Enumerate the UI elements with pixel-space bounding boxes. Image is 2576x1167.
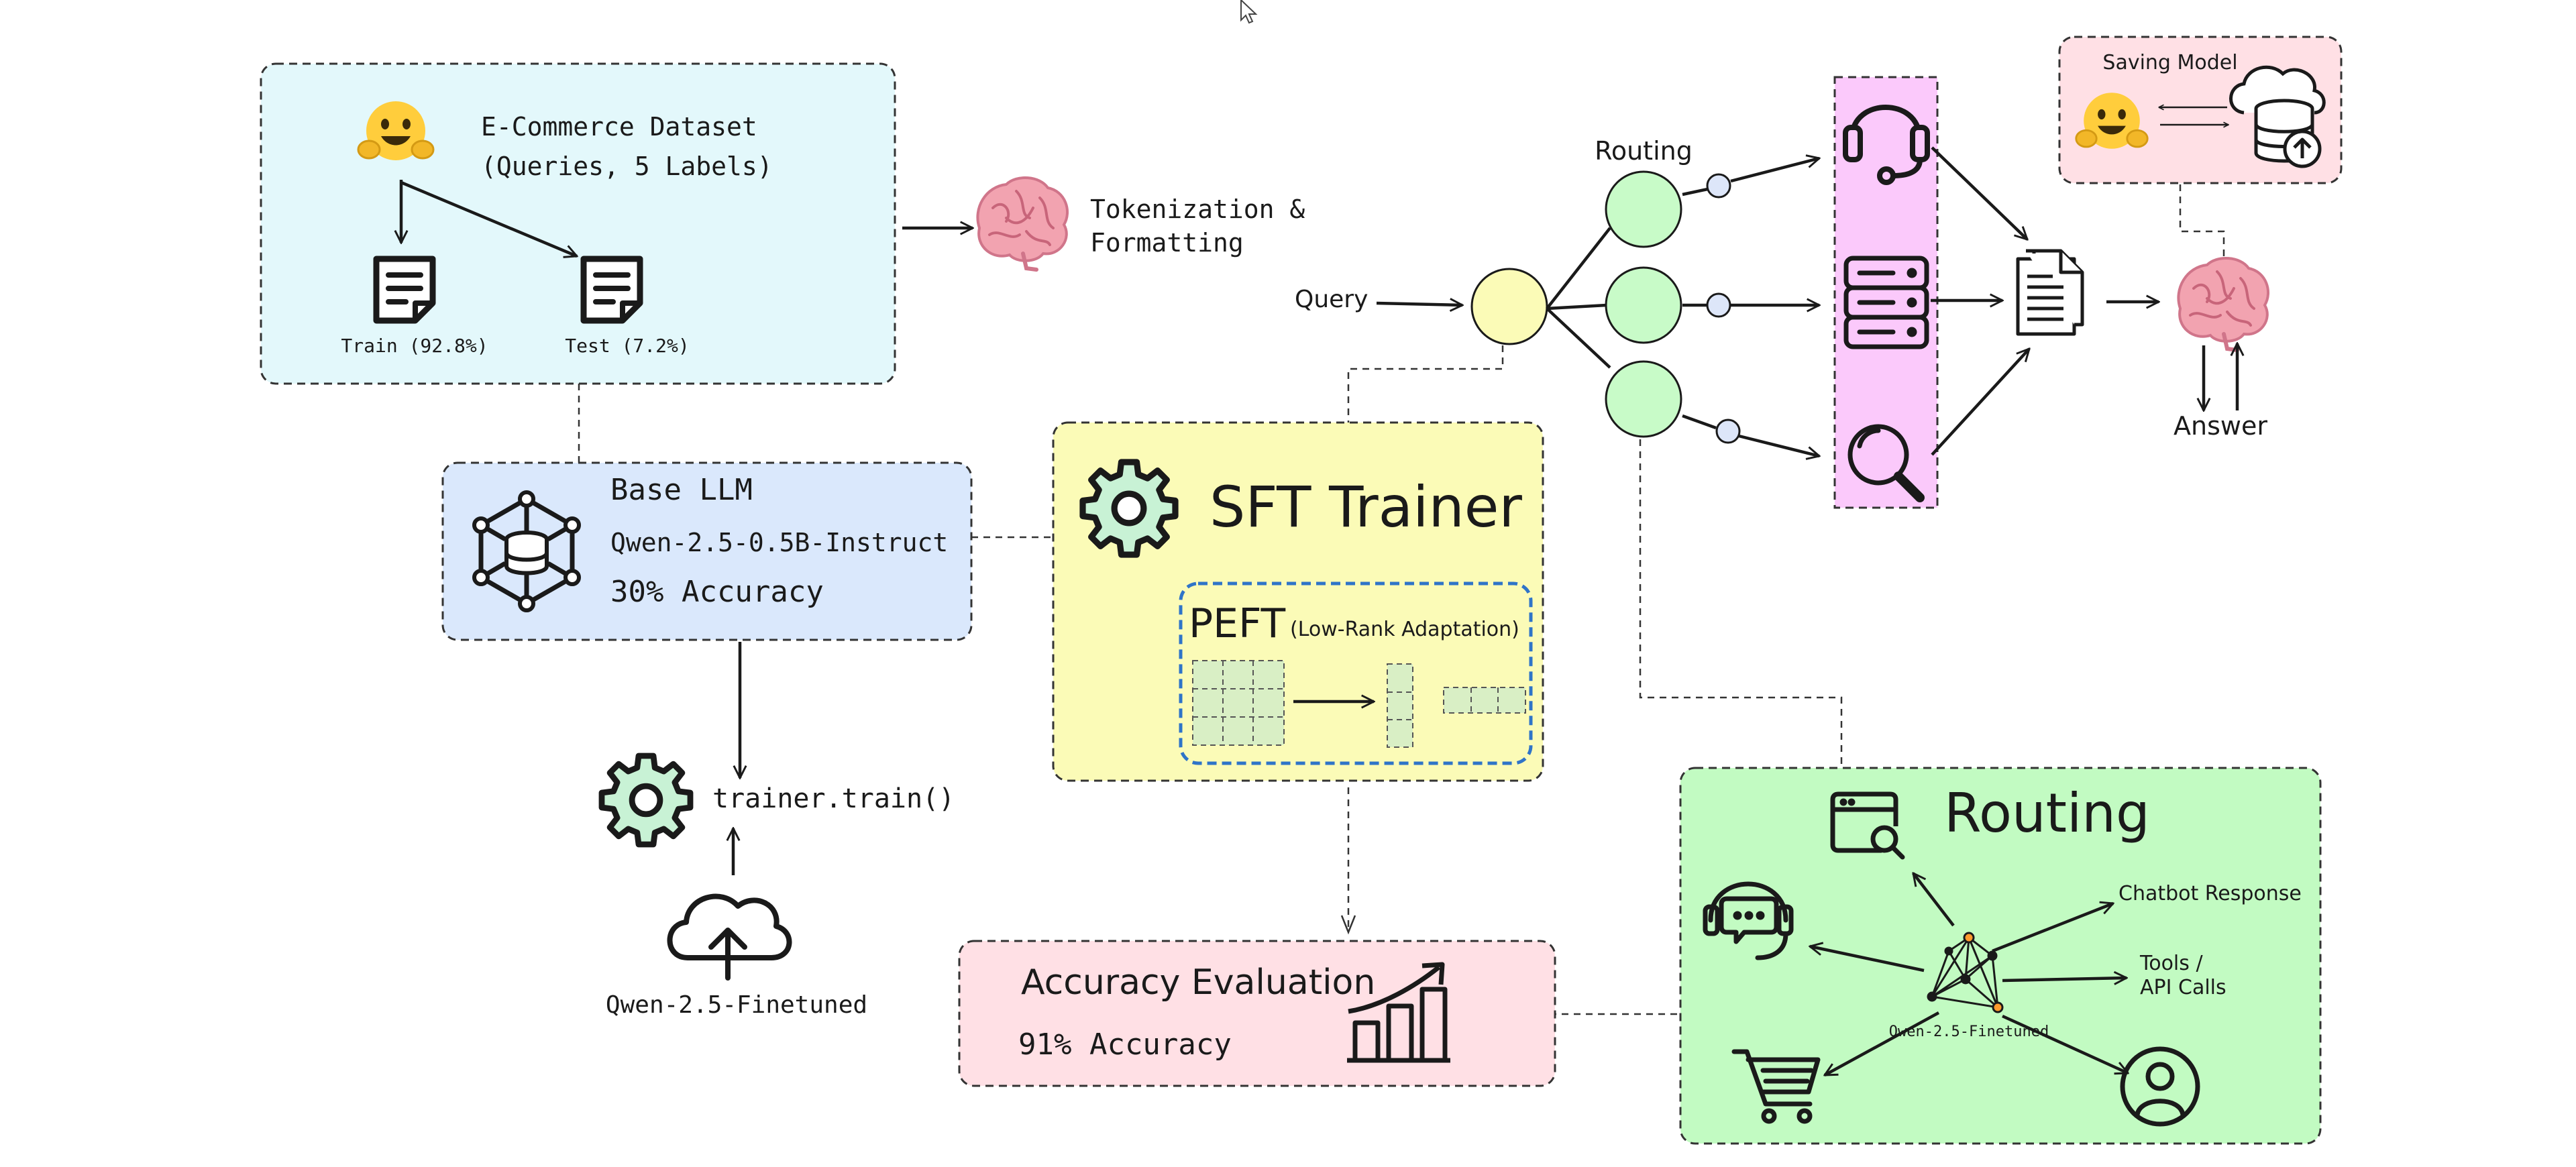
- tools-label-line2: API Calls: [2140, 976, 2226, 999]
- answer-label: Answer: [2174, 411, 2267, 441]
- low-rank-matrix-b: [1443, 687, 1526, 714]
- browser-search-icon: [1830, 791, 1905, 860]
- train-document-icon: [376, 259, 433, 321]
- evaluation-accuracy: 91% Accuracy: [1018, 1027, 1232, 1062]
- base-llm-title: Base LLM: [610, 473, 753, 507]
- tools-label-line1: Tools /: [2139, 952, 2203, 975]
- dataset-title-line2: (Queries, 5 Labels): [481, 152, 773, 181]
- weight-matrix-grid: [1192, 660, 1285, 746]
- route-gate-2: [1706, 292, 1731, 318]
- dashed-arrow-head: [1340, 915, 1356, 935]
- query-label: Query: [1295, 286, 1368, 313]
- route-gate-1: [1706, 173, 1731, 199]
- trainer-call: trainer.train(): [712, 783, 955, 814]
- documents-icon: [2016, 249, 2084, 336]
- bar-chart-growth-icon: [1347, 962, 1450, 1063]
- mouse-cursor-icon: [1240, 0, 1258, 24]
- peft-subtitle: (Low-Rank Adaptation): [1290, 618, 1519, 641]
- database-icon: [1843, 256, 1929, 349]
- routing-panel-title: Routing: [1944, 782, 2150, 844]
- cloud-upload-icon: [669, 896, 789, 981]
- sft-title: SFT Trainer: [1210, 474, 1522, 540]
- trainer-gear-icon: [602, 756, 690, 844]
- user-icon: [2120, 1046, 2200, 1127]
- saving-title: Saving Model: [2102, 51, 2237, 74]
- route-node-1: [1605, 170, 1682, 248]
- headset-icon: [1843, 105, 1930, 185]
- sft-gear-icon: [1083, 462, 1175, 555]
- search-icon: [1847, 424, 1925, 502]
- tokenization-line2: Formatting: [1090, 228, 1244, 258]
- answer-brain-icon: [2178, 258, 2268, 350]
- routing-panel: Routing Qwen-2.5-Finetuned Chatbot Respo…: [1679, 767, 2322, 1145]
- accuracy-evaluation-box: Accuracy Evaluation 91% Accuracy: [958, 940, 1556, 1087]
- sft-trainer-box: SFT Trainer PEFT (Low-Rank Adaptation): [1052, 421, 1544, 782]
- route-node-2: [1605, 266, 1682, 344]
- route-node-3: [1605, 360, 1682, 438]
- finetuned-label: Qwen-2.5-Finetuned: [606, 991, 867, 1019]
- base-llm-box: Base LLM Qwen-2.5-0.5B-Instruct 30% Accu…: [441, 461, 973, 641]
- route-gate-3: [1715, 419, 1741, 444]
- evaluation-title: Accuracy Evaluation: [1021, 962, 1375, 1003]
- low-rank-matrix-a: [1387, 663, 1413, 748]
- dataset-title-line1: E-Commerce Dataset: [481, 112, 757, 142]
- routing-label: Routing: [1595, 136, 1693, 166]
- chat-support-icon: [1703, 881, 1794, 960]
- query-arrow: [1376, 303, 1462, 305]
- tokenization-line1: Tokenization &: [1090, 194, 1305, 224]
- train-label: Train (92.8%): [341, 335, 488, 357]
- test-document-icon: [584, 259, 640, 321]
- model-network-icon: [472, 490, 581, 612]
- dataset-box: E-Commerce Dataset (Queries, 5 Labels) T…: [260, 62, 896, 385]
- chatbot-response-label: Chatbot Response: [2118, 882, 2302, 905]
- cloud-database-icon: [2229, 65, 2326, 168]
- dashed-connectors: [578, 184, 2225, 1015]
- base-llm-accuracy: 30% Accuracy: [610, 575, 824, 609]
- network-hub-icon: [1927, 932, 2004, 1013]
- tokenization-brain-icon: [977, 178, 1067, 270]
- base-llm-model: Qwen-2.5-0.5B-Instruct: [610, 528, 948, 557]
- test-label: Test (7.2%): [565, 335, 689, 357]
- routing-pipeline: Query Routing: [1295, 76, 2268, 509]
- cart-icon: [1731, 1049, 1821, 1124]
- query-node: [1470, 268, 1548, 345]
- peft-title: PEFT: [1189, 600, 1286, 647]
- saving-model-box: Saving Model: [2058, 36, 2343, 184]
